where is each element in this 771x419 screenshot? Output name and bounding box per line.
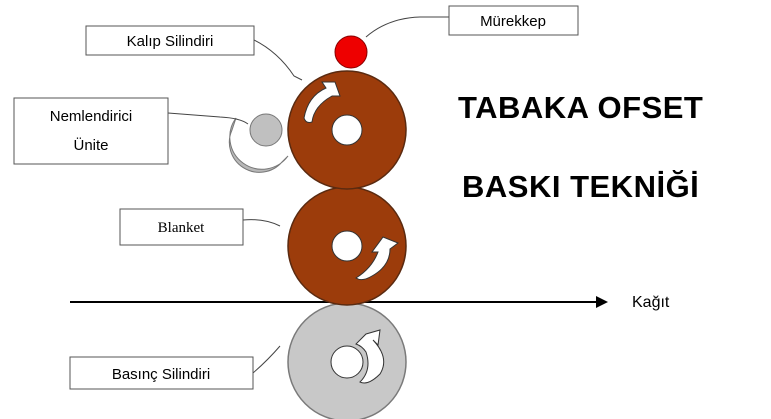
paper-label: Kağıt [632, 294, 670, 311]
blanket-label: Blanket [158, 220, 205, 236]
ink-label: Mürekkep [480, 13, 546, 30]
ink-label-box [448, 5, 579, 36]
blanket-leader-line [242, 219, 281, 227]
blanket-label-box [119, 208, 244, 246]
impression-cylinder-hub [330, 345, 364, 379]
plate-cylinder-label: Kalıp Silindiri [127, 33, 214, 50]
impression-cylinder [287, 302, 407, 419]
ink-leader-line [365, 16, 449, 38]
impression-cylinder-leader-line [252, 345, 281, 374]
rotation-arrow-icon [355, 329, 385, 384]
dampening-tray [228, 117, 289, 173]
blanket-cylinder [287, 186, 407, 306]
ink-callout: Mürekkep [365, 5, 579, 38]
rotation-arrow-icon [355, 236, 400, 281]
dampening-label-line-1: Nemlendirici [50, 108, 133, 125]
dampening-label-box [13, 97, 169, 165]
plate-cylinder-leader-line [253, 39, 303, 81]
blanket-callout: Blanket [119, 208, 281, 246]
title-line-2: BASKI TEKNİĞİ [462, 169, 699, 204]
dampening-leader-line [167, 112, 249, 125]
dampening-unit [228, 113, 289, 173]
impression-cylinder-label: Basınç Silindiri [112, 366, 210, 383]
plate-cylinder [287, 70, 407, 190]
dampening-roller [249, 113, 283, 147]
dampening-callout: Nemlendirici Ünite [13, 97, 249, 165]
ink-roller [334, 35, 368, 69]
plate-cylinder-callout: Kalıp Silindiri [85, 25, 303, 81]
impression-cylinder-label-box [69, 356, 254, 390]
dampening-label-line-2: Ünite [73, 136, 108, 154]
blanket-cylinder-hub [331, 230, 363, 262]
title-line-1: TABAKA OFSET [458, 90, 703, 125]
impression-cylinder-callout: Basınç Silindiri [69, 345, 281, 390]
plate-cylinder-hub [331, 114, 363, 146]
rotation-arrow-icon [303, 81, 341, 123]
paper-arrow-head [596, 296, 608, 308]
plate-cylinder-label-box [85, 25, 255, 56]
